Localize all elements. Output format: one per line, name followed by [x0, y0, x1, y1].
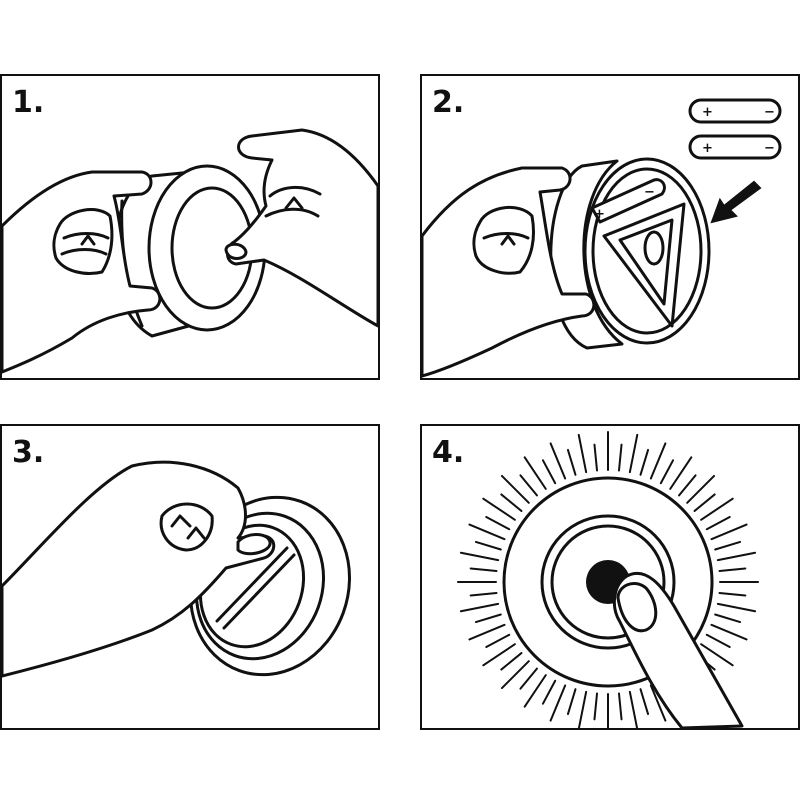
light-ray	[693, 493, 716, 512]
light-ray	[519, 667, 538, 690]
light-ray	[468, 523, 506, 541]
light-ray	[716, 551, 757, 562]
light-ray	[617, 443, 623, 472]
battery-top-minus: −	[764, 105, 775, 120]
step-1-panel: 1.	[0, 74, 380, 380]
step-2-number: 2.	[432, 85, 465, 120]
light-ray	[617, 692, 623, 721]
light-ray	[523, 456, 547, 490]
fingernail-2	[186, 526, 206, 540]
insert-arrow-icon	[710, 180, 762, 224]
light-ray	[549, 442, 567, 480]
light-ray	[705, 633, 731, 649]
step-1-number: 1.	[12, 85, 45, 120]
light-ray	[459, 602, 500, 613]
battery-bottom-plus: +	[702, 141, 713, 156]
light-ray	[705, 515, 731, 531]
light-ray	[628, 433, 639, 474]
compartment-rim	[591, 167, 703, 335]
cover-groove-2	[222, 553, 296, 630]
compartment-minus: −	[644, 185, 655, 200]
right-finger-line-1	[268, 186, 322, 198]
finger-line-1	[62, 232, 110, 240]
step-4-number: 4.	[432, 435, 465, 470]
open-light-icon	[2, 128, 378, 374]
light-ray	[593, 692, 599, 721]
light-ray	[566, 448, 577, 476]
light-ray	[485, 515, 511, 531]
press-button-light-icon	[457, 431, 759, 728]
light-ray	[500, 474, 530, 504]
light-ray	[519, 474, 538, 497]
light-ray	[659, 459, 675, 485]
light-ray	[469, 591, 498, 597]
light-ray	[482, 643, 516, 667]
fingernail-left	[80, 234, 96, 246]
light-ray	[714, 613, 742, 624]
battery-bottom-minus: −	[764, 141, 775, 156]
battery-top-plus: +	[702, 105, 713, 120]
fingernail	[616, 582, 658, 633]
step-2-panel: 2. + − + − + −	[420, 74, 800, 380]
light-ray	[714, 540, 742, 551]
compartment-plus: +	[594, 207, 605, 222]
light-ray	[718, 567, 747, 573]
battery-bottom: + −	[688, 134, 782, 160]
light-ray	[710, 623, 748, 641]
light-ray	[523, 674, 547, 708]
cover-groove-1	[215, 546, 289, 623]
step-3-number: 3.	[12, 435, 45, 470]
light-ray	[639, 448, 650, 476]
light-rays	[457, 431, 759, 728]
triangle-lens	[643, 230, 665, 266]
light-ray	[485, 633, 511, 649]
right-hand	[226, 128, 378, 328]
light-ray	[593, 443, 599, 472]
light-ray	[577, 690, 588, 728]
light-ray	[469, 567, 498, 573]
step-3-panel: 3.	[0, 424, 380, 730]
right-thumb-nail	[224, 242, 248, 260]
light-ray	[700, 497, 734, 521]
light-ray	[482, 497, 516, 521]
right-finger-line-2	[264, 207, 320, 218]
light-ray	[577, 433, 588, 474]
light-ray	[474, 540, 502, 551]
compartment-battery	[590, 178, 666, 224]
light-ray	[459, 551, 500, 562]
fingernail	[500, 234, 516, 246]
light-ray	[718, 591, 747, 597]
light-ray	[500, 652, 523, 671]
light-ray	[628, 690, 639, 728]
light-ray	[678, 474, 697, 497]
light-ray	[500, 493, 523, 512]
light-ray	[716, 602, 757, 613]
close-cover-icon	[2, 460, 351, 678]
fingernail-right	[284, 196, 304, 210]
battery-top: + −	[688, 98, 782, 124]
light-ray	[710, 523, 748, 541]
light-ray	[500, 660, 530, 690]
light-ray	[566, 688, 577, 716]
light-ray	[541, 459, 557, 485]
fingernail-1	[170, 514, 192, 528]
light-ray	[686, 474, 716, 504]
finger-line-1	[482, 232, 530, 240]
light-ray	[639, 688, 650, 716]
light-ray	[549, 684, 567, 722]
step-4-panel: 4.	[420, 424, 800, 730]
light-ray	[468, 623, 506, 641]
light-ray	[474, 613, 502, 624]
light-ray	[649, 684, 667, 722]
light-ray	[669, 456, 693, 490]
finger-line-2	[60, 248, 108, 256]
knuckle	[159, 502, 214, 552]
light-ray	[700, 643, 734, 667]
insert-batteries-icon: + − + − + −	[422, 98, 782, 378]
thumb-nail	[236, 533, 272, 556]
light-ray	[541, 679, 557, 705]
light-ray	[649, 442, 667, 480]
